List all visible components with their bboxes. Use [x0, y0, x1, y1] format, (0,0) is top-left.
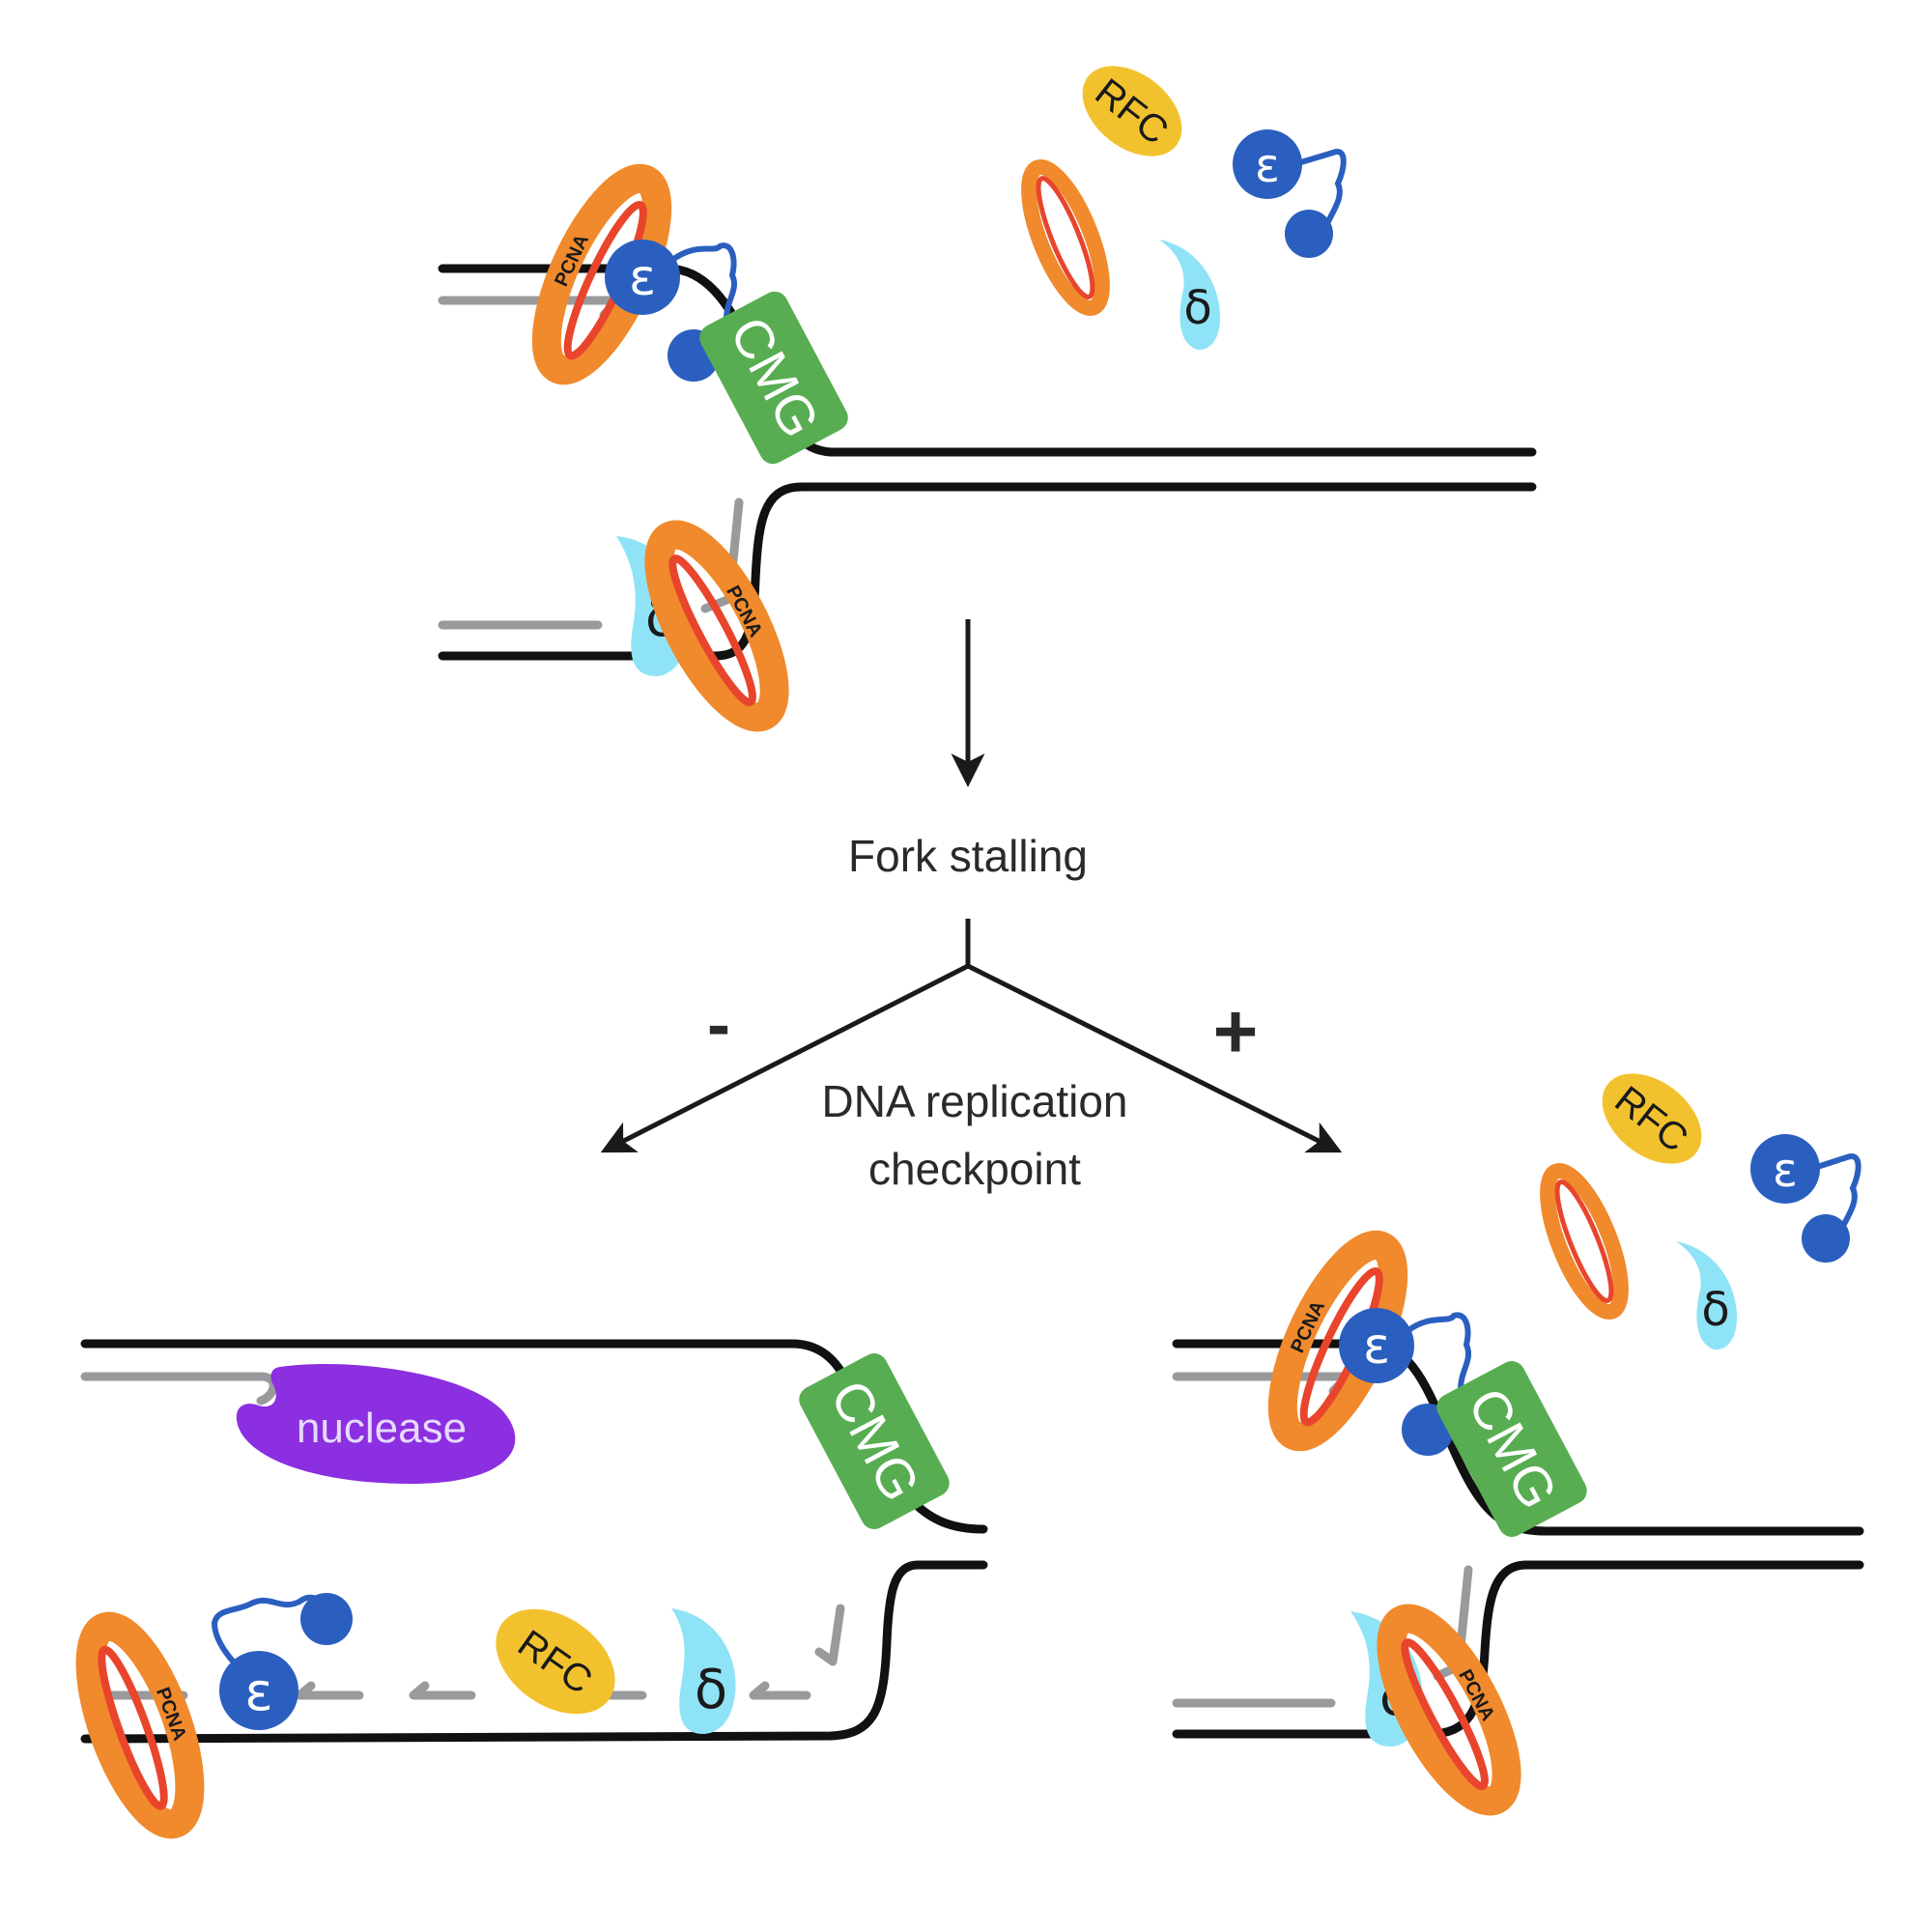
free-pcna-ring	[1021, 159, 1110, 316]
free-pol-delta: δ	[1676, 1241, 1738, 1350]
epsilon-label: ε	[1773, 1144, 1798, 1198]
rfc-complex: RFC	[496, 1608, 615, 1715]
epsilon-label: ε	[1255, 139, 1280, 193]
bl-okazaki-fragment	[409, 1681, 476, 1700]
bl-okazaki-fragment	[295, 1681, 364, 1700]
top-fork: PCNA ε CMG δ PCNA	[438, 163, 1537, 732]
bl-leading-nascent-strand	[80, 1372, 278, 1406]
rfc-complex: RFC	[1082, 66, 1182, 156]
bl-okazaki-fragment	[749, 1681, 811, 1700]
cmg-helicase: CMG	[799, 1353, 950, 1529]
epsilon-label: ε	[244, 1662, 272, 1722]
pol-epsilon: ε	[605, 240, 738, 382]
checkpoint-label-line2: checkpoint	[868, 1144, 1081, 1194]
bottom-right-fork: PCNA ε CMG δ PCNA	[1172, 1230, 1864, 1816]
flow-arrows: Fork stalling - + DNA replication checkp…	[600, 619, 1343, 1194]
free-pol-epsilon: ε	[1233, 129, 1347, 258]
delta-label: δ	[695, 1659, 727, 1721]
epsilon-label: ε	[629, 249, 656, 307]
pol-epsilon-core	[605, 240, 680, 315]
fork-stalling-label: Fork stalling	[848, 831, 1088, 881]
pcna-ring: PCNA	[1377, 1604, 1521, 1816]
minus-sign: -	[707, 986, 730, 1064]
rfc-complex: RFC	[1602, 1073, 1702, 1164]
top-leading-nascent-strand	[438, 296, 623, 320]
free-factors-bottom-right: RFC δ ε	[1540, 1073, 1861, 1350]
top-lagging-parental-strand	[438, 482, 1537, 661]
bottom-left-fork: nuclease CMG δ RFC ε PCNA	[75, 1339, 988, 1839]
epsilon-label: ε	[1363, 1318, 1390, 1376]
pcna-ring: PCNA	[75, 1611, 205, 1839]
delta-label: δ	[1183, 281, 1211, 335]
branch-arrow-right	[966, 963, 1343, 1153]
free-pol-delta: δ	[1159, 240, 1221, 351]
bl-lagging-parental-strand	[80, 1560, 988, 1744]
checkpoint-label-line1: DNA replication	[821, 1076, 1127, 1126]
branch-arrow-left	[600, 963, 970, 1153]
pol-delta: δ	[671, 1608, 736, 1734]
bl-okazaki-fragment	[814, 1604, 845, 1666]
nuclease: nuclease	[236, 1364, 516, 1485]
pol-epsilon: ε	[211, 1593, 353, 1730]
br-lagging-parental-strand	[1172, 1560, 1864, 1739]
br-leading-nascent-strand	[1172, 1372, 1352, 1396]
free-pcna-ring	[1540, 1163, 1629, 1320]
plus-sign: +	[1213, 988, 1259, 1074]
delta-label: δ	[1701, 1283, 1729, 1337]
cmg-helicase: CMG	[699, 291, 848, 465]
free-factors-top: RFC δ ε	[1021, 66, 1347, 351]
free-pol-epsilon: ε	[1750, 1134, 1861, 1263]
pcna-ring: PCNA	[644, 520, 789, 732]
nuclease-label: nuclease	[297, 1405, 467, 1452]
